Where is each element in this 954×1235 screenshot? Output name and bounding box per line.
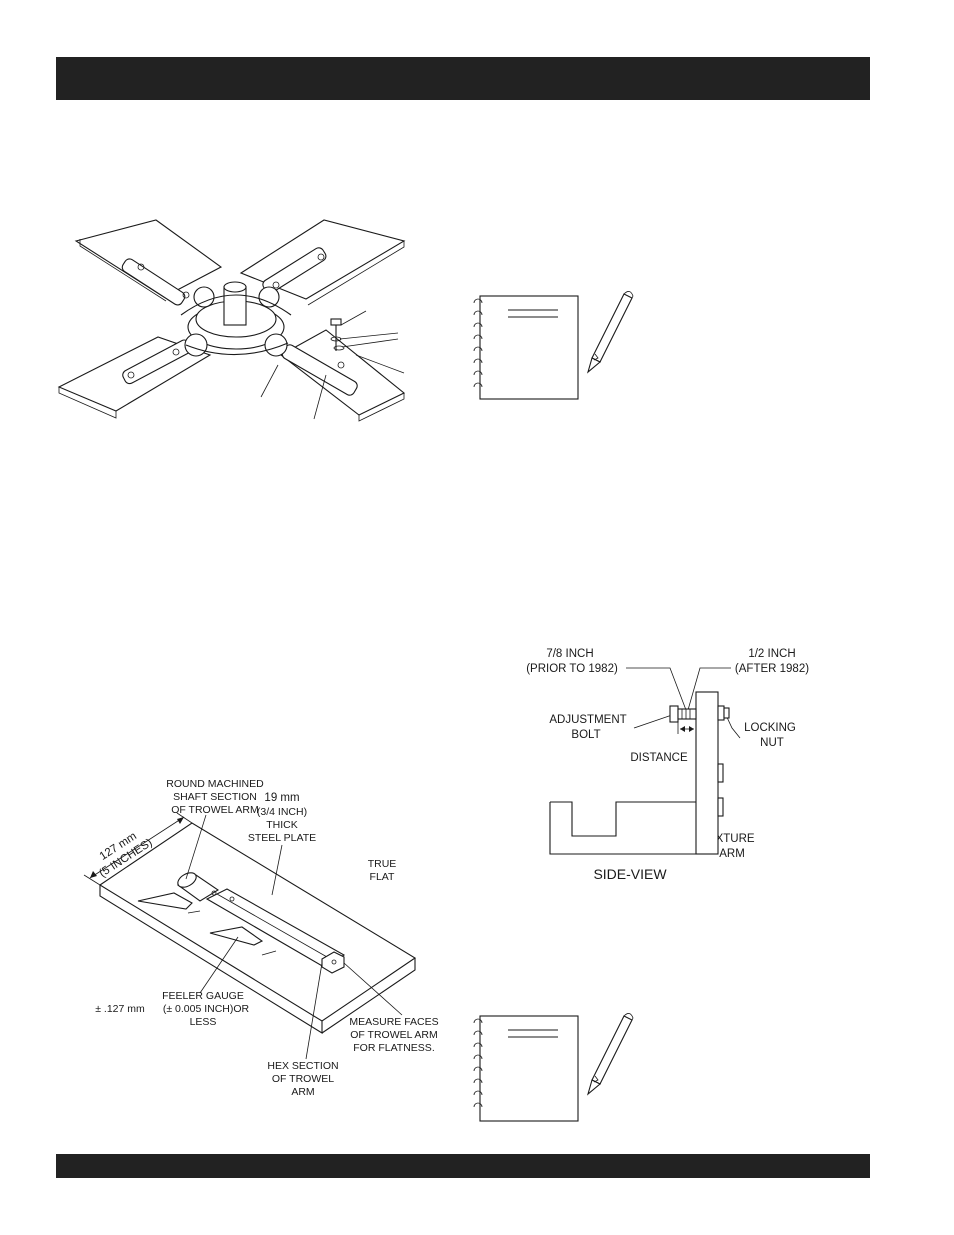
- label-tolerance-mm: ± .127 mm: [95, 1003, 145, 1015]
- label-after-1982: (AFTER 1982): [735, 663, 809, 675]
- label-true: TRUE: [368, 858, 397, 870]
- label-round-shaft-1: ROUND MACHINED: [166, 778, 264, 790]
- label-measure-1: MEASURE FACES: [349, 1016, 438, 1028]
- label-hex-2: OF TROWEL: [272, 1073, 334, 1085]
- label-plate-4: STEEL PLATE: [248, 832, 316, 844]
- label-bolt: BOLT: [571, 729, 600, 741]
- label-distance: DISTANCE: [630, 752, 688, 764]
- label-feeler-1: FEELER GAUGE: [162, 990, 244, 1002]
- label-round-shaft-3: OF TROWEL ARM: [171, 804, 259, 816]
- label-hex-1: HEX SECTION: [267, 1060, 338, 1072]
- label-plate-2: (3/4 INCH): [257, 806, 307, 818]
- label-locking: LOCKING: [744, 722, 796, 734]
- label-nut: NUT: [760, 737, 784, 749]
- label-plate-3: THICK: [266, 819, 298, 831]
- label-arm: ARM: [719, 848, 745, 860]
- label-adjustment: ADJUSTMENT: [549, 714, 626, 726]
- label-feeler-3: LESS: [190, 1016, 217, 1028]
- label-prior-1982: (PRIOR TO 1982): [526, 663, 618, 675]
- label-1-2-inch: 1/2 INCH: [748, 648, 795, 660]
- label-measure-2: OF TROWEL ARM: [350, 1029, 438, 1041]
- footer-bar: [56, 1154, 870, 1178]
- side-view-caption: SIDE-VIEW: [593, 866, 667, 882]
- flatness-check-diagram: ROUND MACHINED SHAFT SECTION OF TROWEL A…: [83, 778, 439, 1098]
- label-plate-1: 19 mm: [264, 792, 299, 804]
- label-round-shaft-2: SHAFT SECTION: [173, 791, 257, 803]
- spider-assembly-diagram: [57, 219, 406, 422]
- header-bar: [56, 57, 870, 100]
- label-flat: FLAT: [370, 871, 395, 883]
- pencil-icon: [586, 1013, 634, 1096]
- label-feeler-2: (± 0.005 INCH)OR: [163, 1003, 250, 1015]
- spiral-notebook-icon: [473, 295, 579, 400]
- label-measure-3: FOR FLATNESS.: [353, 1042, 434, 1054]
- label-7-8-inch: 7/8 INCH: [546, 648, 593, 660]
- spiral-notebook-icon: [473, 1015, 579, 1122]
- pencil-icon: [586, 291, 634, 374]
- label-hex-3: ARM: [291, 1086, 314, 1098]
- side-view-diagram: 7/8 INCH (PRIOR TO 1982) 1/2 INCH (AFTER…: [526, 648, 809, 882]
